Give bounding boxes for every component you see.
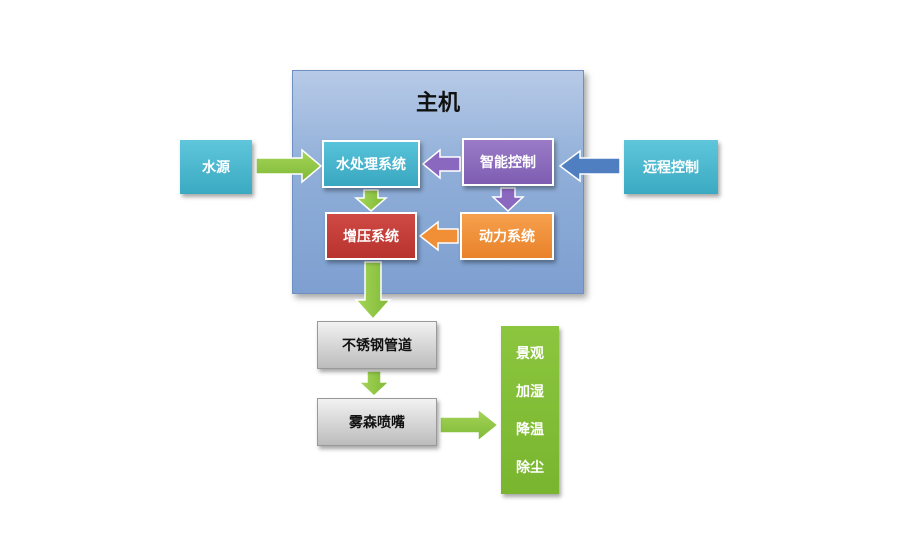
effect-landscape: 景观 — [516, 346, 544, 362]
arrow-remote-to-smart — [558, 149, 621, 183]
arrow-nozzle-to-effects — [439, 407, 500, 443]
host-title: 主机 — [415, 91, 460, 116]
arrow-pressurization-to-pipe — [354, 261, 392, 321]
stainless-pipe-box: 不锈钢管道 — [317, 321, 437, 369]
arrow-source-to-treatment — [255, 148, 323, 184]
water-treatment-box: 水处理系统 — [322, 140, 420, 188]
effects-box: 景观 加湿 降温 除尘 — [501, 326, 559, 494]
arrow-smart-to-power — [491, 187, 525, 213]
effect-humidify: 加湿 — [516, 384, 544, 400]
arrow-power-to-pressurization — [418, 220, 459, 252]
pressurization-box: 增压系统 — [325, 212, 417, 260]
arrow-pipe-to-nozzle — [357, 370, 391, 398]
power-system-box: 动力系统 — [460, 212, 554, 260]
water-source-box: 水源 — [180, 140, 252, 194]
remote-control-box: 远程控制 — [624, 140, 718, 194]
arrow-smart-to-treatment — [421, 148, 461, 180]
effect-cooling: 降温 — [516, 422, 544, 438]
mist-nozzle-box: 雾森喷嘴 — [317, 398, 437, 446]
smart-control-box: 智能控制 — [462, 138, 554, 186]
effect-dust-removal: 除尘 — [516, 460, 544, 476]
arrow-treatment-to-pressurization — [353, 189, 389, 212]
